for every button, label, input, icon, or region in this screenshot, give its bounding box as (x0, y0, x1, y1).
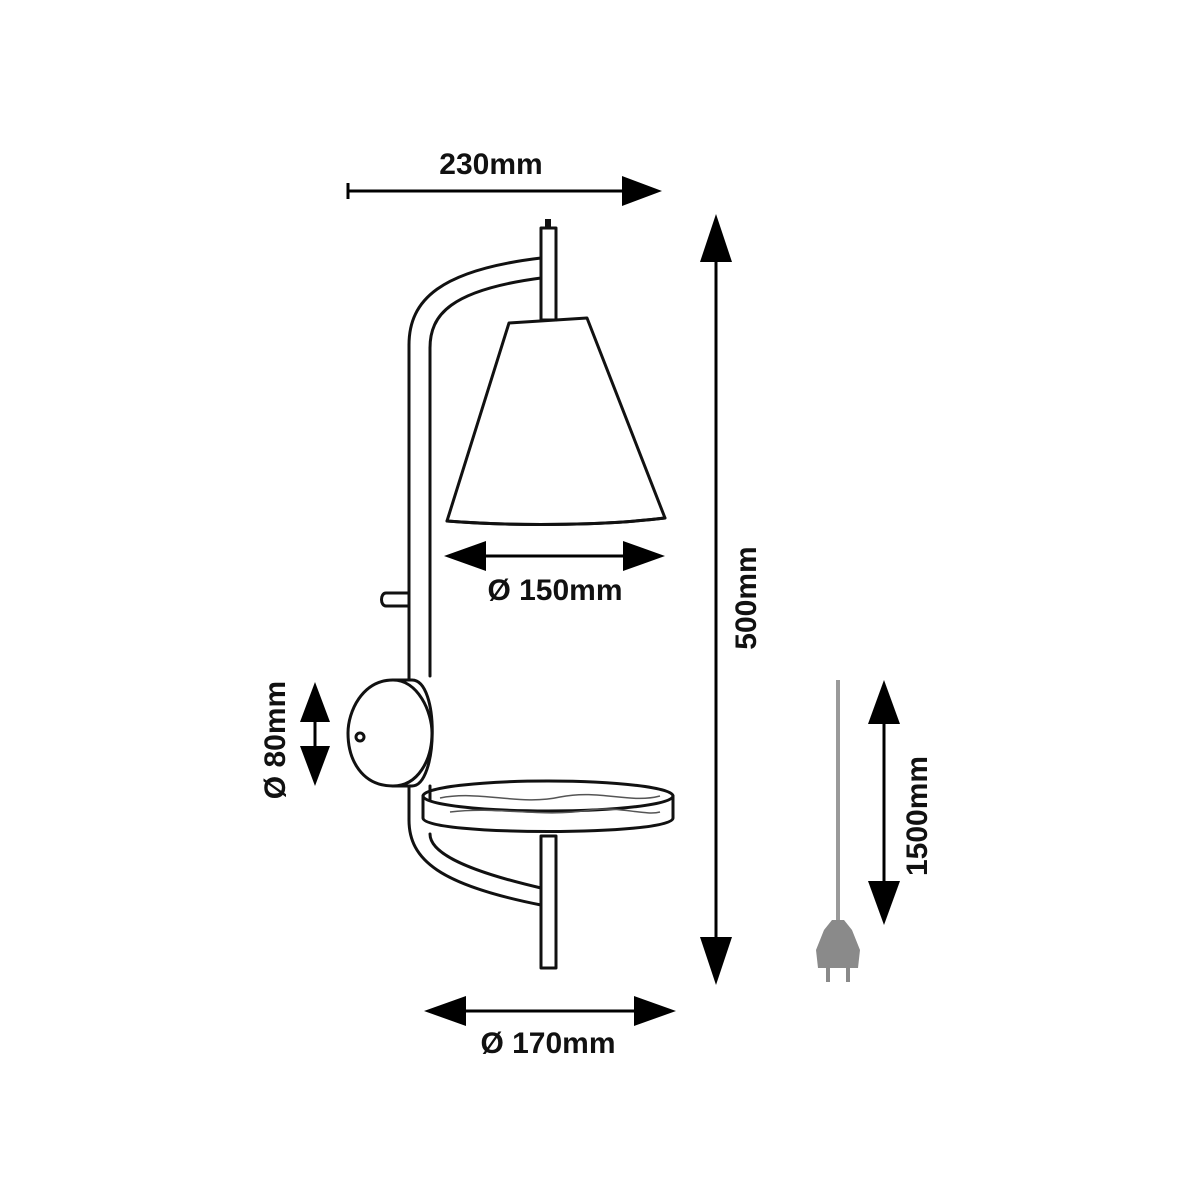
cable-length-label: 1500mm (901, 756, 934, 876)
lower-rod (539, 834, 558, 970)
plug-icon (816, 920, 860, 968)
shelf-arrow-head-left (424, 996, 466, 1026)
shelf-diameter-dimension: Ø 170mm (424, 996, 676, 1060)
lamp-illustration (346, 219, 675, 970)
width-label: 230mm (439, 148, 542, 181)
width-dimension: 230mm (346, 148, 662, 206)
base-arrow-head-top (300, 682, 330, 722)
shelf-grain-2 (449, 808, 661, 814)
base-arrow-head-bottom (300, 746, 330, 786)
mount-screw-icon (354, 731, 366, 743)
height-arrow-head-top (700, 214, 732, 262)
cable-and-plug (816, 680, 860, 982)
cable-arrow-head-bottom (868, 881, 900, 925)
shade-arrow-head-left (444, 541, 486, 571)
height-arrow-head-bottom (700, 937, 732, 985)
plug-prong-right (846, 968, 850, 982)
height-dimension: 500mm (700, 214, 763, 985)
wall-mount-plate (391, 678, 434, 788)
shade-diameter-dimension: Ø 150mm (444, 541, 665, 607)
base-diameter-dimension: Ø 80mm (259, 681, 330, 799)
wall-mount-canopy (346, 678, 434, 788)
lamp-shade (445, 316, 667, 526)
plug-prong-left (826, 968, 830, 982)
shade-diameter-label: Ø 150mm (487, 574, 622, 607)
lamp-top-tip (545, 219, 551, 229)
shelf-arrow-head-right (634, 996, 676, 1026)
width-arrow-head (622, 176, 662, 206)
cable-length-dimension: 1500mm (868, 680, 934, 925)
shelf-edge (421, 794, 675, 833)
lower-arm (407, 818, 543, 907)
upper-arm (407, 256, 543, 350)
height-label: 500mm (730, 546, 763, 649)
hook-peg (380, 591, 411, 608)
shade-arrow-head-right (623, 541, 665, 571)
upper-rod (539, 226, 558, 322)
cable-arrow-head-top (868, 680, 900, 724)
shelf-diameter-label: Ø 170mm (480, 1027, 615, 1060)
lamp-shade-rim (445, 516, 667, 526)
shelf-grain-1 (439, 793, 661, 801)
base-diameter-label: Ø 80mm (259, 681, 292, 799)
